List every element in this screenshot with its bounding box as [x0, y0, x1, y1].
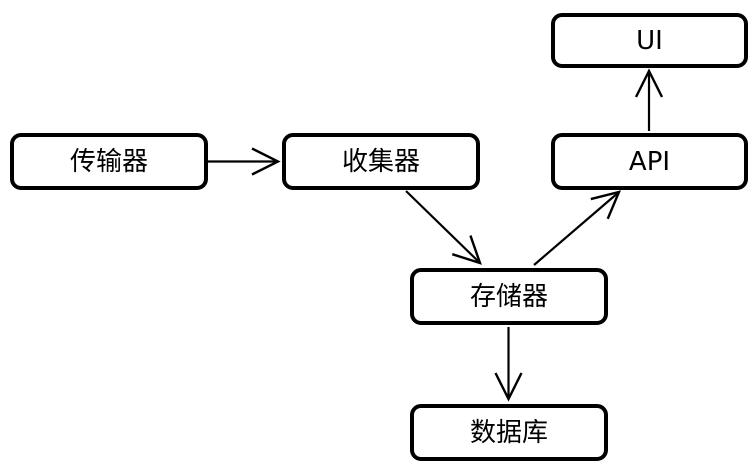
node-storage: 存储器 — [410, 268, 608, 325]
node-collector-label: 收集器 — [341, 146, 420, 177]
node-api-label: API — [628, 146, 671, 177]
node-database: 数据库 — [410, 404, 608, 461]
node-database-label: 数据库 — [469, 417, 548, 448]
node-transmitter: 传输器 — [10, 133, 208, 190]
node-collector: 收集器 — [282, 133, 480, 190]
edge-collector-to-storage — [405, 190, 482, 265]
edge-storage-to-api — [533, 190, 622, 266]
node-ui: UI — [551, 13, 748, 68]
node-storage-label: 存储器 — [469, 281, 548, 312]
node-ui-label: UI — [636, 25, 663, 56]
node-api: API — [551, 133, 748, 190]
node-transmitter-label: 传输器 — [69, 146, 148, 177]
